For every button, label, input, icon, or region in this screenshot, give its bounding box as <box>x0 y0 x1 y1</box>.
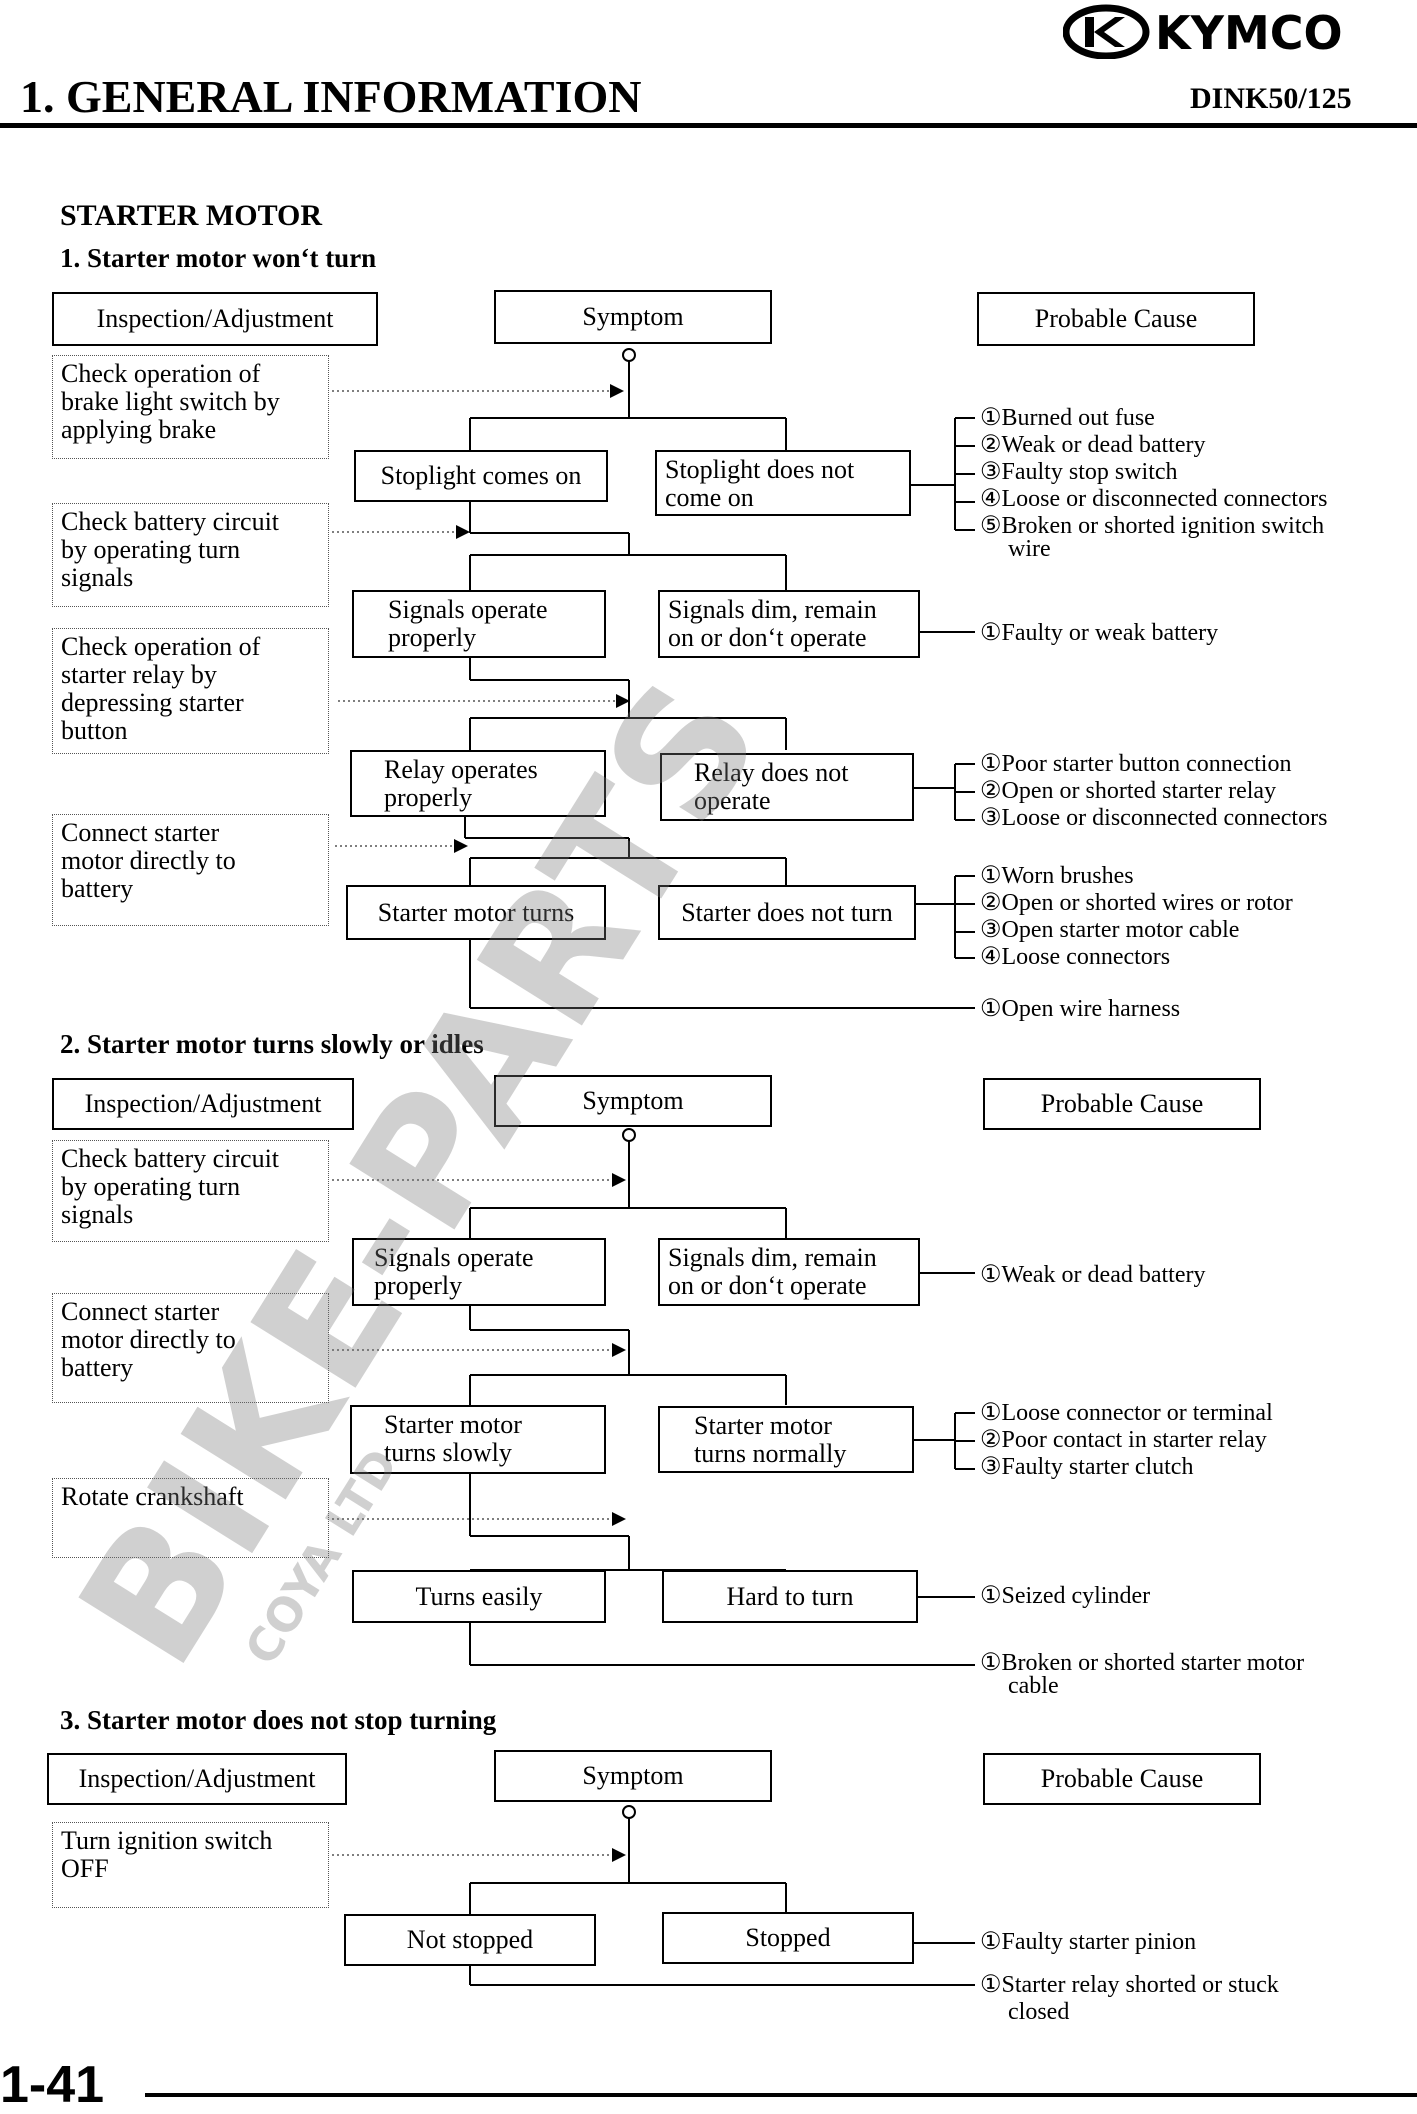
s3-stopped: Stopped <box>662 1912 914 1964</box>
cause-item: ①Faulty or weak battery <box>980 620 1219 646</box>
s2-symptom-header: Symptom <box>494 1075 772 1127</box>
page-title: 1. GENERAL INFORMATION <box>20 71 642 122</box>
cause-item: ③Faulty starter clutch <box>980 1454 1194 1480</box>
cause-item: ②Open or shorted starter relay <box>980 778 1277 804</box>
cause-item: ①Burned out fuse <box>980 405 1155 431</box>
cause-item: ①Worn brushes <box>980 863 1134 889</box>
s2-signals-dim: Signals dim, remain on or don‘t operate <box>658 1238 920 1306</box>
cause-item: ①Faulty starter pinion <box>980 1929 1197 1955</box>
s1-signals-ok: Signals operate properly <box>352 590 606 658</box>
page-heading: STARTER MOTOR <box>60 199 323 232</box>
s1-causes-1: ①Burned out fuse ②Weak or dead battery ③… <box>980 405 1327 563</box>
s2-hard-to-turn: Hard to turn <box>662 1570 918 1623</box>
s1-motor-turns: Starter motor turns <box>346 885 606 940</box>
cause-item: ⑤Broken or shorted ignition switch <box>980 513 1325 539</box>
s1-check-4: Connect starter motor directly to batter… <box>52 814 329 926</box>
s1-check-1: Check operation of brake light switch by… <box>52 355 329 459</box>
s2-turns-easily: Turns easily <box>352 1570 606 1623</box>
s1-stoplight-off: Stoplight does not come on <box>655 450 911 516</box>
cause-item: cable <box>1008 1673 1059 1699</box>
s1-check-2: Check battery circuit by operating turn … <box>52 503 329 607</box>
cause-item: ①Open wire harness <box>980 996 1181 1022</box>
s2-causes-1: ①Weak or dead battery <box>980 1262 1205 1289</box>
cause-item: wire <box>1008 536 1051 562</box>
s2-cause-header: Probable Cause <box>983 1078 1261 1130</box>
cause-item: ③Faulty stop switch <box>980 459 1178 485</box>
s2-signals-ok: Signals operate properly <box>352 1238 606 1306</box>
s2-turns-slowly: Starter motor turns slowly <box>350 1405 606 1474</box>
s1-causes-5: ①Open wire harness <box>980 996 1180 1023</box>
footer-rule <box>145 2093 1417 2097</box>
s1-stoplight-on: Stoplight comes on <box>354 450 608 502</box>
cause-item: ④Loose or disconnected connectors <box>980 486 1328 512</box>
s3-cause-header: Probable Cause <box>983 1753 1261 1805</box>
page-number: 1-41 <box>0 2056 105 2114</box>
header-rule <box>0 123 1417 128</box>
s1-causes-2: ①Faulty or weak battery <box>980 620 1218 647</box>
s3-causes-1: ①Faulty starter pinion <box>980 1929 1196 1956</box>
s1-cause-header: Probable Cause <box>977 292 1255 346</box>
s2-causes-3: ①Seized cylinder <box>980 1583 1150 1610</box>
logo-text: KYMCO <box>1155 6 1343 59</box>
cause-item: closed <box>1008 1999 1070 2025</box>
s1-symptom-header: Symptom <box>494 290 772 344</box>
cause-item: ②Poor contact in starter relay <box>980 1427 1267 1453</box>
s2-turns-normally: Starter motor turns normally <box>658 1406 914 1473</box>
s2-check-1: Check battery circuit by operating turn … <box>52 1140 329 1242</box>
s2-causes-2: ①Loose connector or terminal ②Poor conta… <box>980 1400 1273 1481</box>
s1-causes-4: ①Worn brushes ②Open or shorted wires or … <box>980 863 1293 971</box>
cause-item: ②Weak or dead battery <box>980 432 1206 458</box>
section-1-title: 1. Starter motor won‘t turn <box>60 243 377 273</box>
s2-inspection-header: Inspection/Adjustment <box>52 1078 354 1130</box>
cause-item: ④Loose connectors <box>980 944 1171 970</box>
s1-causes-3: ①Poor starter button connection ②Open or… <box>980 751 1327 832</box>
cause-item: ①Weak or dead battery <box>980 1262 1206 1288</box>
cause-item: ①Loose connector or terminal <box>980 1400 1273 1426</box>
s3-inspection-header: Inspection/Adjustment <box>47 1753 347 1805</box>
s3-not-stopped: Not stopped <box>344 1914 596 1966</box>
cause-item: ②Open or shorted wires or rotor <box>980 890 1293 916</box>
s1-check-3: Check operation of starter relay by depr… <box>52 628 329 754</box>
cause-item: ①Broken or shorted starter motor <box>980 1650 1305 1676</box>
section-2-title: 2. Starter motor turns slowly or idles <box>60 1029 484 1059</box>
s3-symptom-header: Symptom <box>494 1750 772 1802</box>
s3-causes-2: ①Starter relay shorted or stuck closed <box>980 1972 1279 2026</box>
s2-causes-4: ①Broken or shorted starter motor cable <box>980 1650 1304 1700</box>
s1-signals-dim: Signals dim, remain on or don‘t operate <box>658 590 920 658</box>
model-label: DINK50/125 <box>1190 82 1352 115</box>
s1-relay-not: Relay does not operate <box>660 753 914 821</box>
s2-check-3: Rotate crankshaft <box>52 1478 329 1558</box>
cause-item: ①Starter relay shorted or stuck <box>980 1972 1279 1998</box>
s1-motor-not-turn: Starter does not turn <box>658 885 916 940</box>
cause-item: ①Poor starter button connection <box>980 751 1292 777</box>
cause-item: ③Loose or disconnected connectors <box>980 805 1328 831</box>
cause-item: ③Open starter motor cable <box>980 917 1240 943</box>
s3-check-1: Turn ignition switch OFF <box>52 1822 329 1908</box>
s1-inspection-header: Inspection/Adjustment <box>52 292 378 346</box>
cause-item: ①Seized cylinder <box>980 1583 1151 1609</box>
kymco-logo: KYMCO <box>1062 4 1408 60</box>
kymco-logo-icon: KYMCO <box>1062 4 1343 60</box>
s2-check-2: Connect starter motor directly to batter… <box>52 1293 329 1403</box>
section-3-title: 3. Starter motor does not stop turning <box>60 1705 497 1735</box>
s1-relay-ok: Relay operates properly <box>350 750 606 817</box>
